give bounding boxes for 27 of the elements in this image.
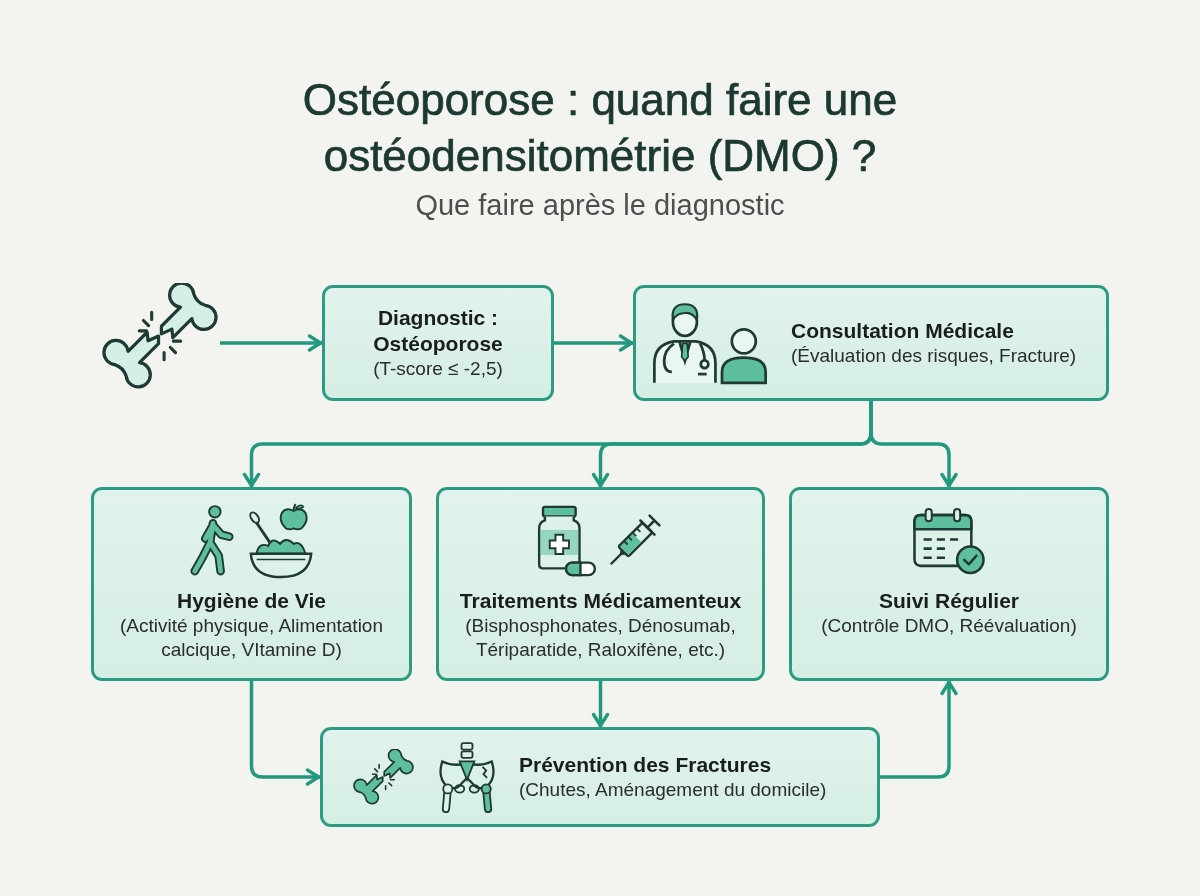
- process-box: [633, 285, 1109, 401]
- process-box: [320, 727, 880, 827]
- box-heading: Consultation Médicale: [791, 318, 1014, 344]
- arrow: [869, 401, 958, 488]
- arrow: [249, 681, 321, 786]
- process-box: [322, 285, 554, 401]
- process-box: [91, 487, 412, 681]
- arrow: [554, 334, 634, 352]
- arrow: [591, 681, 610, 728]
- arrow: [220, 334, 323, 352]
- process-box: [436, 487, 765, 681]
- box-description: (Bisphosphonates, Dénosumab, Tériparatide, Raloxifène, etc.): [464, 614, 737, 662]
- box-description: (Chutes, Aménagement du domicile): [519, 778, 827, 802]
- box-description: (Contrôle DMO, Réévaluation): [821, 614, 1077, 638]
- box-description: (Activité physique, Alimentation calcique, VItamine D): [119, 614, 384, 662]
- box-heading: Hygiène de Vie: [177, 588, 326, 614]
- arrow: [880, 680, 958, 779]
- title: Ostéoporose : quand faire une ostéodensitométrie (DMO) ?: [301, 74, 899, 182]
- subtitle: Que faire après le diagnostic: [415, 188, 785, 222]
- box-heading: Suivi Régulier: [878, 588, 1019, 614]
- box-description: (T-score ≤ -2,5): [373, 357, 503, 381]
- process-box: [789, 487, 1109, 681]
- box-heading: Diagnostic : Ostéoporose: [372, 305, 504, 357]
- box-description: (Évaluation des risques, Fracture): [791, 344, 1077, 368]
- box-heading: Prévention des Fractures: [519, 752, 772, 778]
- broken-bone-icon: [102, 283, 220, 389]
- box-heading: Traitements Médicamenteux: [459, 588, 742, 614]
